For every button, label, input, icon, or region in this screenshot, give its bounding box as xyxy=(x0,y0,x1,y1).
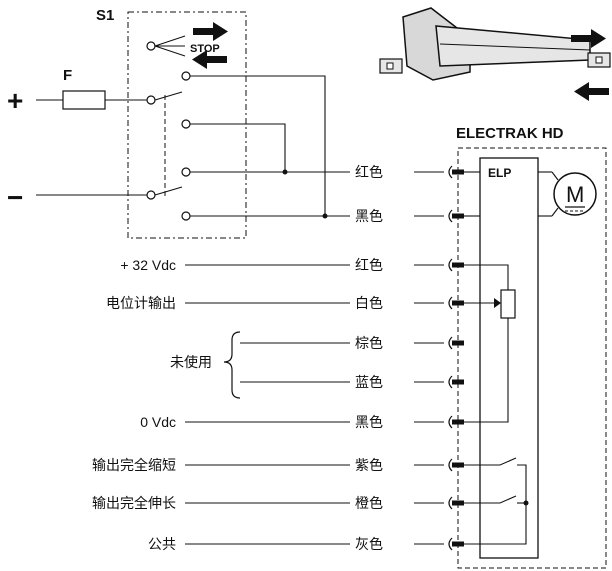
device-title: ELECTRAK HD xyxy=(456,125,564,142)
connector-pin xyxy=(448,258,464,272)
device-boundary xyxy=(457,147,607,569)
elp-label: ELP xyxy=(488,166,511,180)
extend-arrow xyxy=(571,29,606,48)
retract-arrow xyxy=(574,82,609,101)
potentiometer xyxy=(500,289,516,319)
wire-color-label: 黑色 xyxy=(355,208,383,224)
connector-pin xyxy=(448,537,464,551)
fuse xyxy=(62,90,106,110)
signal-extend: 输出完全伸长 xyxy=(92,495,176,511)
connector-pin xyxy=(448,415,464,429)
connector-pin xyxy=(448,209,464,223)
switch-label: S1 xyxy=(96,7,114,24)
plus-symbol: + xyxy=(7,85,23,116)
retract-limit-switch xyxy=(462,457,517,466)
connector-pin xyxy=(448,458,464,472)
signal-0vdc: 0 Vdc xyxy=(140,414,176,430)
switch-pivot xyxy=(146,35,186,57)
wire-color-label: 紫色 xyxy=(355,457,383,473)
extend-limit-switch xyxy=(462,495,517,504)
wire-color-label: 白色 xyxy=(355,295,383,311)
connector-pin xyxy=(448,296,464,310)
signal-unused: 未使用 xyxy=(170,354,212,370)
switch-forward-arrow xyxy=(193,22,228,41)
connector-pin xyxy=(448,336,464,350)
switch-reverse-arrow xyxy=(192,50,227,69)
stop-label: STOP xyxy=(190,43,220,55)
wire-color-label: 黑色 xyxy=(355,414,383,430)
wire-color-label: 红色 xyxy=(355,164,383,180)
actuator-illustration xyxy=(379,7,611,81)
fuse-label: F xyxy=(63,67,72,84)
wire-color-label: 蓝色 xyxy=(355,374,383,390)
signal-common: 公共 xyxy=(148,536,176,552)
switch-contacts xyxy=(146,71,191,221)
motor-label: M xyxy=(566,182,584,207)
signal-retract: 输出完全缩短 xyxy=(92,457,176,473)
motor xyxy=(553,172,597,216)
elp-module xyxy=(479,157,539,559)
wire-color-label: 灰色 xyxy=(355,536,383,552)
signal-pot-out: 电位计输出 xyxy=(106,295,176,311)
signal-32vdc: + 32 Vdc xyxy=(120,257,176,273)
unused-brace xyxy=(223,331,241,399)
wire-color-label: 棕色 xyxy=(355,335,383,351)
switch-box xyxy=(127,11,247,239)
connector-pin xyxy=(448,165,464,179)
connector-pin xyxy=(448,375,464,389)
minus-symbol: − xyxy=(7,182,23,213)
wire-color-label: 红色 xyxy=(355,257,383,273)
wire-color-label: 橙色 xyxy=(355,495,383,511)
connector-pin xyxy=(448,496,464,510)
